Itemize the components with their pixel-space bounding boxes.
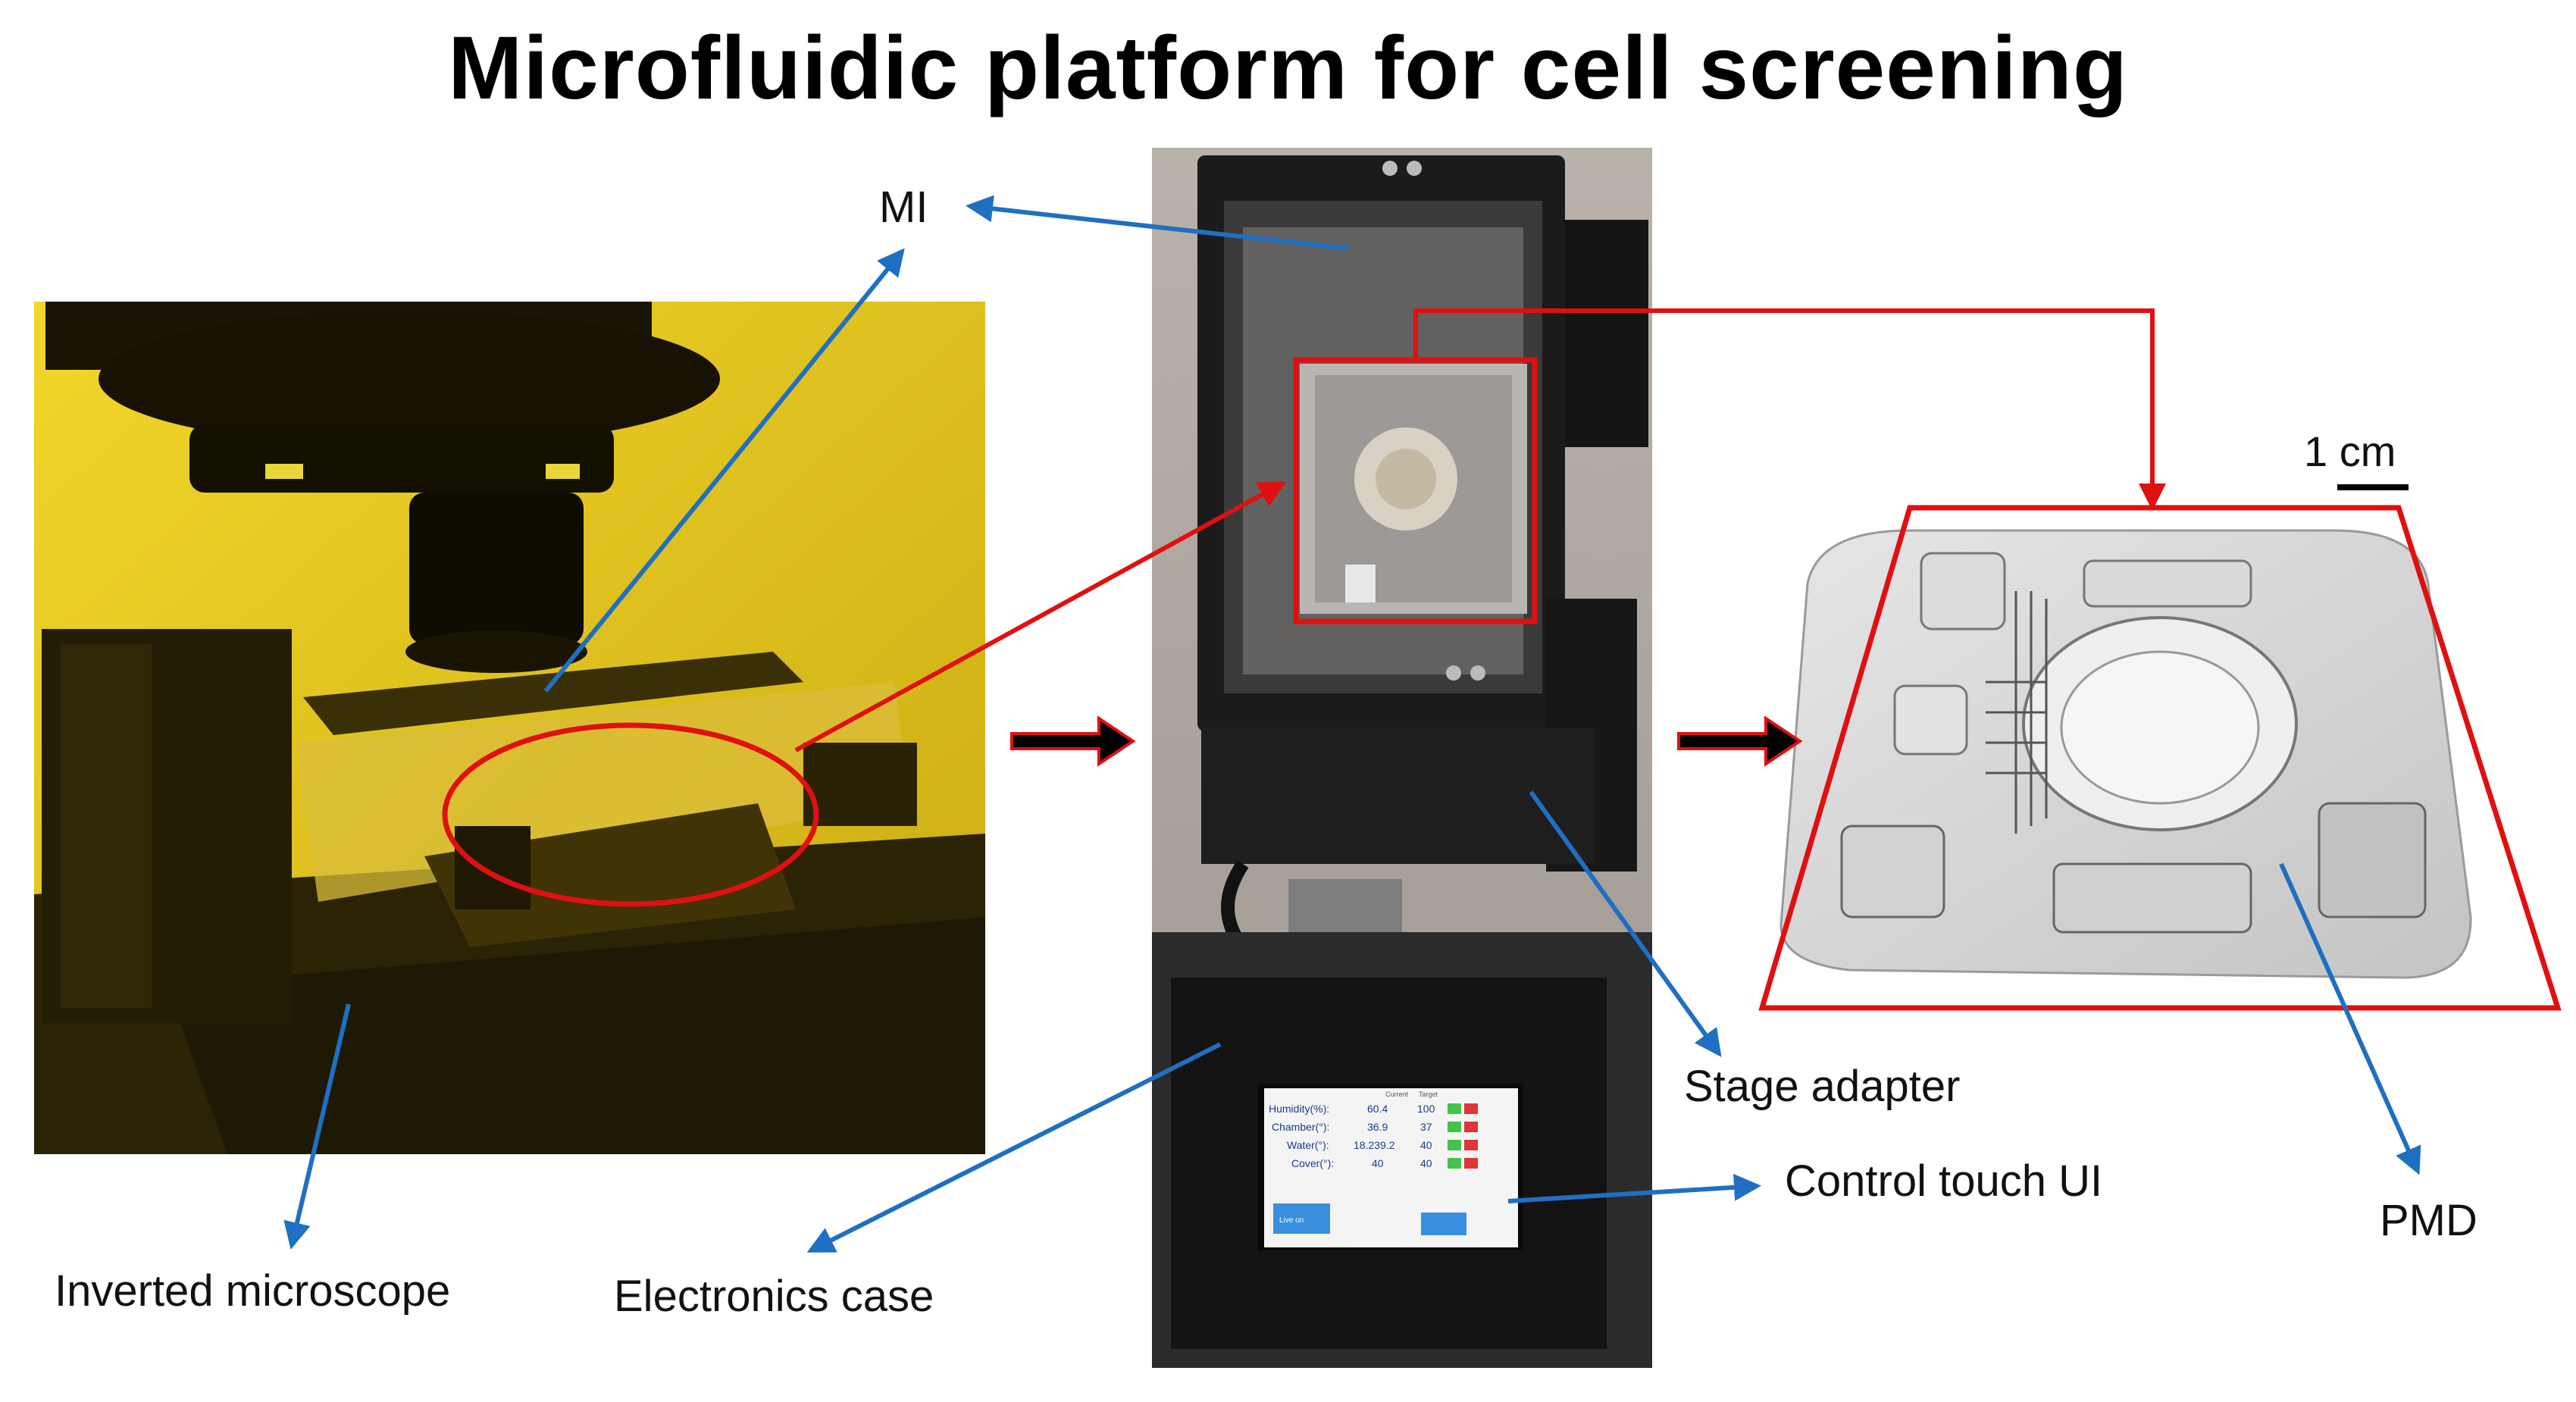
touch-row-current: 36.9 [1367,1121,1388,1133]
label-inverted-microscope: Inverted microscope [55,1266,451,1316]
label-scale-bar: 1 cm [2304,427,2396,475]
label-electronics-case: Electronics case [614,1272,934,1321]
label-stage-adapter: Stage adapter [1684,1062,1961,1111]
stage-adapter-photo [1152,148,1652,1368]
label-pmd: PMD [2380,1196,2477,1245]
touch-screen-readout: Current Target Humidity(%): 60.4 100 Cha… [1269,1091,1438,1225]
touch-row-current: 18.239.2 [1354,1139,1395,1151]
figure-title: Microfluidic platform for cell screening [448,18,2128,118]
flow-arrows [1010,715,1803,767]
touch-row-target: 100 [1417,1103,1435,1115]
touch-row-name: Cover(°): [1291,1157,1334,1169]
touch-row-name: Water(°): [1287,1139,1329,1151]
touch-header-target: Target [1419,1091,1438,1098]
label-mi: MI [879,183,928,232]
touch-row-target: 37 [1420,1121,1432,1133]
touch-header-current: Current [1385,1091,1409,1098]
touch-row-target: 40 [1420,1157,1432,1169]
touch-row-name: Chamber(°): [1272,1121,1329,1133]
touch-row-current: 60.4 [1367,1103,1388,1115]
pmd-photo [1758,484,2562,1011]
microscope-photo [34,302,985,1154]
touch-row-target: 40 [1420,1139,1432,1151]
red-connectors [794,308,2166,753]
touch-live-button: Live on [1279,1216,1304,1225]
blue-callout-arrows [283,195,2421,1253]
label-control-touch-ui: Control touch UI [1785,1156,2103,1206]
touch-row-current: 40 [1372,1157,1384,1169]
touch-row-name: Humidity(%): [1269,1103,1329,1115]
